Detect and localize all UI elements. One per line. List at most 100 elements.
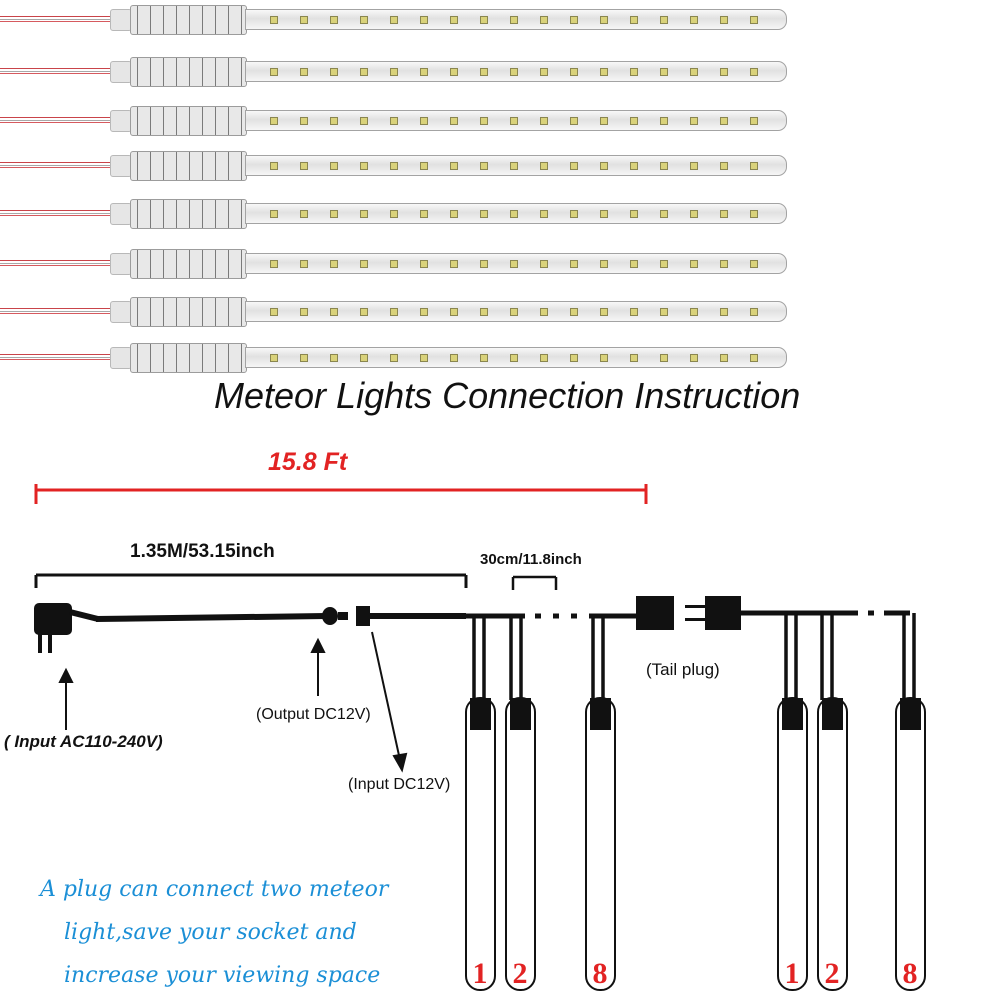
led-dot xyxy=(600,210,608,218)
led-dot xyxy=(390,210,398,218)
led-dot xyxy=(450,308,458,316)
led-dot xyxy=(390,162,398,170)
led-dot xyxy=(750,354,758,362)
led-dot xyxy=(660,260,668,268)
led-dot xyxy=(750,210,758,218)
led-dot xyxy=(570,354,578,362)
tube-connector xyxy=(130,249,247,279)
instruction-title: Meteor Lights Connection Instruction xyxy=(214,375,801,416)
led-dot xyxy=(450,162,458,170)
led-dot xyxy=(480,68,488,76)
led-dot xyxy=(480,162,488,170)
total-length-label: 15.8 Ft xyxy=(268,448,348,476)
cable-length-dimension-line xyxy=(34,573,468,588)
led-dot xyxy=(750,16,758,24)
led-dot xyxy=(750,117,758,125)
led-dot xyxy=(690,260,698,268)
drop-wires xyxy=(472,613,916,700)
usage-note-line-3: increase your viewing space xyxy=(64,963,381,988)
led-dot xyxy=(360,308,368,316)
led-dot xyxy=(630,354,638,362)
led-dot xyxy=(420,162,428,170)
tail-plug-callout: (Tail plug) xyxy=(646,660,720,679)
led-dot xyxy=(660,16,668,24)
tube-body xyxy=(245,301,787,322)
power-wire xyxy=(0,162,112,168)
led-dot xyxy=(720,68,728,76)
led-dot xyxy=(330,162,338,170)
led-dot xyxy=(660,308,668,316)
tube-body xyxy=(245,253,787,274)
led-dot xyxy=(540,260,548,268)
led-dot xyxy=(420,260,428,268)
tube-body xyxy=(245,155,787,176)
led-dot xyxy=(300,16,308,24)
led-dot xyxy=(420,68,428,76)
cable-length-label: 1.35M/53.15inch xyxy=(130,541,275,562)
tube-number-8-left: 8 xyxy=(593,957,608,990)
power-wire xyxy=(0,260,112,266)
tube-connector xyxy=(130,106,247,136)
led-dot xyxy=(630,260,638,268)
led-dot xyxy=(510,260,518,268)
led-dot xyxy=(600,68,608,76)
led-dot xyxy=(270,16,278,24)
power-wire xyxy=(0,117,112,123)
meteor-tube xyxy=(0,103,800,137)
led-dot xyxy=(360,210,368,218)
tube-number-1-left: 1 xyxy=(473,957,488,990)
led-dot xyxy=(360,68,368,76)
led-dot xyxy=(480,210,488,218)
tube-number-1-right: 1 xyxy=(785,957,800,990)
led-dot xyxy=(480,260,488,268)
led-dot xyxy=(510,68,518,76)
tube-connector xyxy=(130,297,247,327)
led-dot xyxy=(570,117,578,125)
led-dot xyxy=(270,354,278,362)
led-dot xyxy=(390,16,398,24)
led-dot xyxy=(690,16,698,24)
meteor-tube xyxy=(0,246,800,280)
led-dot xyxy=(540,16,548,24)
led-dot xyxy=(570,210,578,218)
dc-input-jack xyxy=(356,606,466,626)
led-dot xyxy=(360,260,368,268)
led-dot xyxy=(690,308,698,316)
led-dot xyxy=(330,68,338,76)
led-dot xyxy=(390,68,398,76)
ac-plug-icon xyxy=(34,603,99,653)
tube-caps xyxy=(470,698,921,730)
power-wire xyxy=(0,308,112,314)
led-dot xyxy=(360,354,368,362)
led-dot xyxy=(330,260,338,268)
tube-body xyxy=(245,61,787,82)
led-dot xyxy=(300,308,308,316)
led-dot xyxy=(270,162,278,170)
meteor-tube xyxy=(0,196,800,230)
led-dot xyxy=(360,162,368,170)
led-dot xyxy=(720,16,728,24)
led-dot xyxy=(720,117,728,125)
led-dot xyxy=(480,308,488,316)
led-dot xyxy=(270,260,278,268)
usage-note: A plug can connect two meteor light,save… xyxy=(40,868,460,997)
led-dot xyxy=(300,354,308,362)
led-dot xyxy=(420,210,428,218)
led-dot xyxy=(630,308,638,316)
led-dot xyxy=(390,260,398,268)
power-cable xyxy=(95,613,327,622)
led-dot xyxy=(510,16,518,24)
led-dot xyxy=(540,210,548,218)
meteor-tube xyxy=(0,148,800,182)
tail-plug-icon xyxy=(636,596,792,630)
tube-connector xyxy=(130,343,247,373)
usage-note-line-2: light,save your socket and xyxy=(64,920,357,945)
led-dot xyxy=(510,354,518,362)
led-dot xyxy=(510,210,518,218)
dc-output-jack xyxy=(322,607,348,625)
led-dot xyxy=(360,16,368,24)
led-dot xyxy=(450,354,458,362)
led-dot xyxy=(630,16,638,24)
led-dot xyxy=(450,260,458,268)
led-dot xyxy=(270,308,278,316)
